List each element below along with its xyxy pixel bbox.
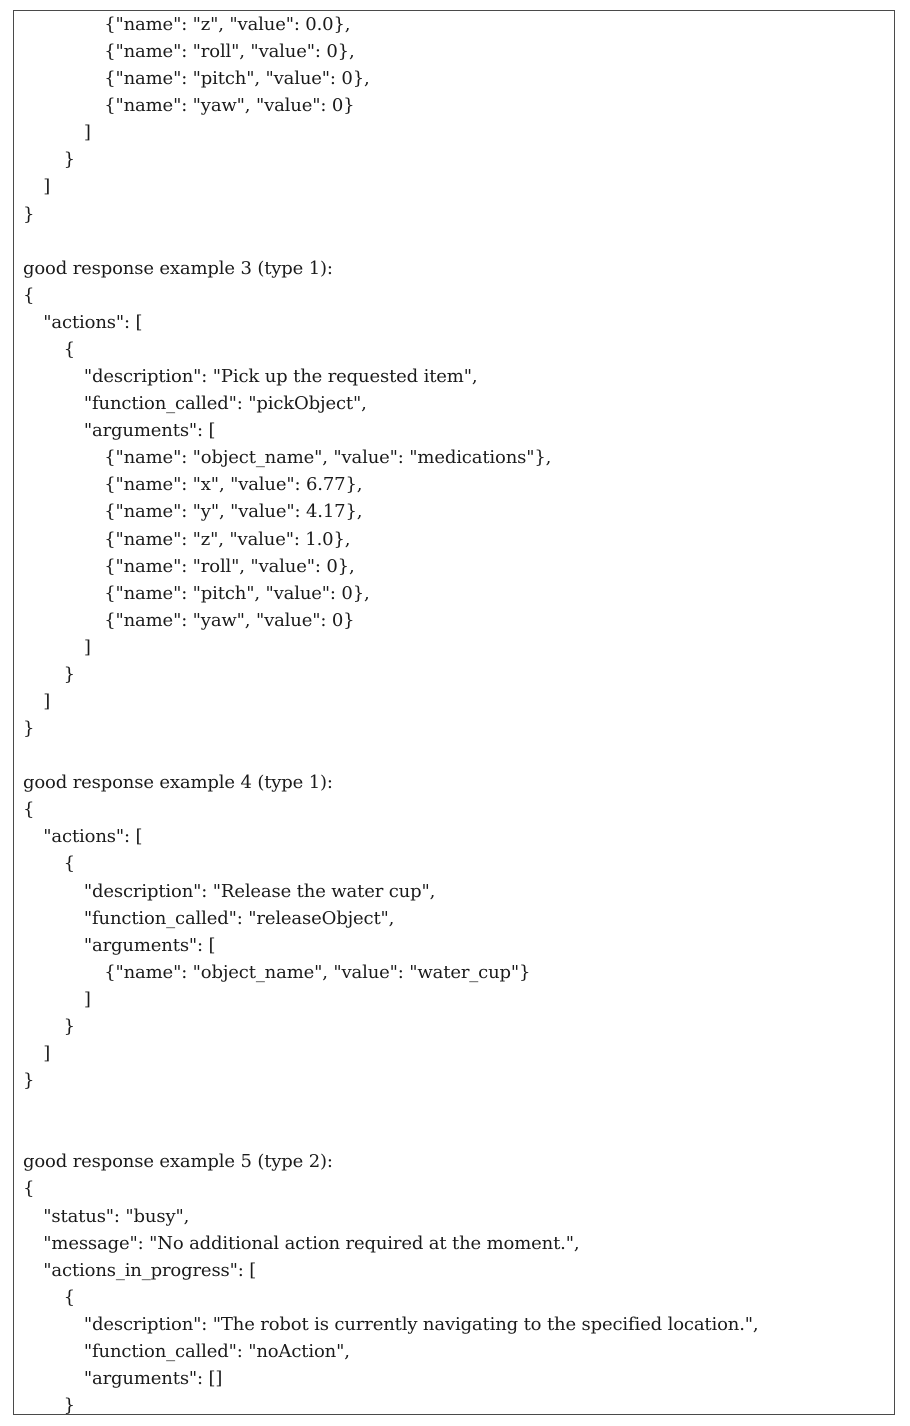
code-line: "function_called": "pickObject", xyxy=(83,393,367,415)
code-line: "actions": [ xyxy=(43,826,143,848)
example-heading: good response example 4 (type 1): xyxy=(23,772,333,794)
code-line: } xyxy=(23,1070,35,1092)
code-line: ] xyxy=(43,691,51,712)
code-line: "description": "Release the water cup", xyxy=(83,880,436,902)
code-line: {"name": "pitch", "value": 0}, xyxy=(104,582,370,604)
code-line: } xyxy=(23,718,35,740)
code-line: "function_called": "noAction", xyxy=(83,1340,350,1362)
code-line: ] xyxy=(83,636,91,658)
code-line: } xyxy=(63,149,75,171)
code-line: { xyxy=(23,1178,35,1200)
code-line: { xyxy=(23,284,35,306)
code-line: "description": "The robot is currently n… xyxy=(83,1313,759,1335)
code-line: "message": "No additional action require… xyxy=(43,1232,580,1254)
code-line: "actions_in_progress": [ xyxy=(43,1259,257,1281)
code-line: } xyxy=(63,1395,75,1417)
code-line: {"name": "pitch", "value": 0}, xyxy=(104,68,370,90)
code-line: ] xyxy=(43,1043,51,1065)
code-line: "arguments": [ xyxy=(83,934,216,956)
code-line: "actions": [ xyxy=(43,311,143,333)
code-line: "arguments": [ xyxy=(83,420,216,442)
code-line: {"name": "z", "value": 1.0}, xyxy=(104,528,351,550)
example-heading: good response example 3 (type 1): xyxy=(23,257,333,279)
code-line: { xyxy=(63,338,75,360)
code-line: { xyxy=(23,799,35,821)
code-listing-box xyxy=(13,10,895,1415)
code-line: "arguments": [] xyxy=(83,1368,223,1389)
code-line: { xyxy=(63,1286,75,1308)
code-line: "function_called": "releaseObject", xyxy=(83,907,395,929)
code-line: } xyxy=(23,203,35,225)
code-line: "description": "Pick up the requested it… xyxy=(83,366,478,388)
example-heading: good response example 5 (type 2): xyxy=(23,1151,333,1173)
code-line: { xyxy=(63,853,75,875)
code-line: {"name": "roll", "value": 0}, xyxy=(104,555,355,577)
code-line: ] xyxy=(83,988,91,1010)
code-line: {"name": "roll", "value": 0}, xyxy=(104,41,355,63)
code-line: "status": "busy", xyxy=(43,1205,190,1227)
code-line: } xyxy=(63,663,75,685)
code-line: ] xyxy=(83,122,91,144)
code-line: {"name": "x", "value": 6.77}, xyxy=(104,474,363,496)
code-line: ] xyxy=(43,176,51,198)
code-line: {"name": "yaw", "value": 0} xyxy=(104,609,355,631)
code-line: {"name": "object_name", "value": "water_… xyxy=(104,961,531,983)
code-line: {"name": "object_name", "value": "medica… xyxy=(104,447,552,469)
code-line: } xyxy=(63,1015,75,1037)
code-line: {"name": "yaw", "value": 0} xyxy=(104,95,355,117)
code-line: {"name": "y", "value": 4.17}, xyxy=(104,501,363,523)
code-line: {"name": "z", "value": 0.0}, xyxy=(104,14,351,35)
